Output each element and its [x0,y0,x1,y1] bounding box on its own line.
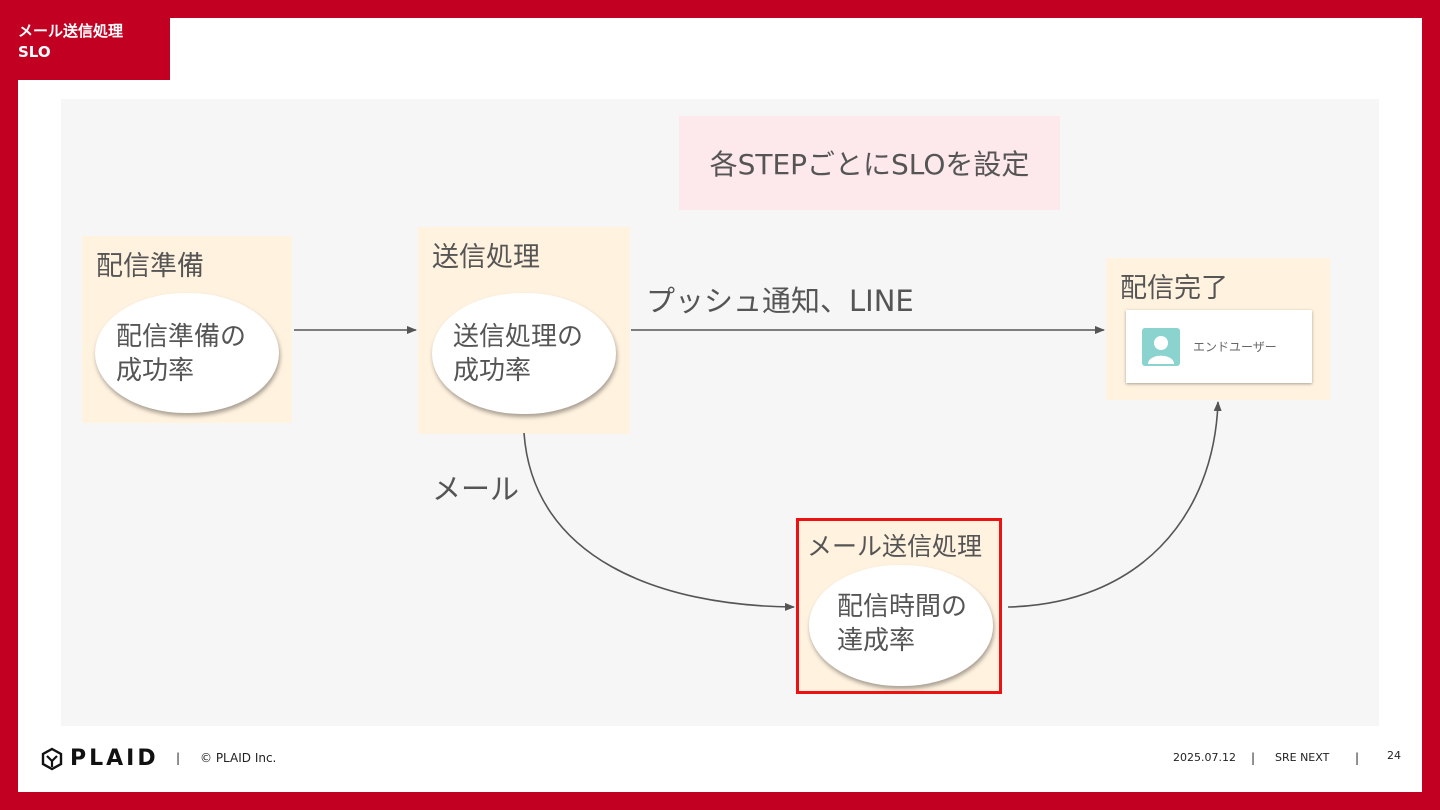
stage-prep: 配信準備 配信準備の 成功率 [82,236,292,423]
footer-page-number: 24 [1387,749,1401,762]
stage-send-label: 送信処理 [432,242,540,273]
edge-label-push: プッシュ通知、LINE [646,284,914,318]
footer-date: 2025.07.12 [1173,751,1236,764]
stage-prep-metric-line2: 成功率 [116,356,195,386]
edge-label-mail: メール [432,472,520,506]
plaid-logo: PLAID [40,746,159,771]
stage-mail-label: メール送信処理 [807,532,983,561]
stage-send-metric-line2: 成功率 [453,356,532,386]
slide-title: メール送信処理 SLO [18,18,170,80]
stage-prep-metric-line1: 配信準備の [116,322,247,352]
stage-prep-label: 配信準備 [96,251,204,282]
footer-separator: | [1355,751,1360,765]
slo-banner-text: 各STEPごとにSLOを設定 [709,148,1030,181]
stage-send-metric: 送信処理の 成功率 [432,293,616,414]
plaid-logo-icon [41,747,63,770]
arrow-send-to-mail [523,432,795,611]
end-user-label: エンドユーザー [1193,340,1277,354]
plaid-logo-text: PLAID [70,746,159,771]
footer: PLAID | © PLAID Inc. 2025.07.12 | SRE NE… [18,738,1422,778]
stage-mail-metric: 配信時間の 達成率 [809,565,993,686]
footer-separator: | [1251,751,1256,765]
stage-send: 送信処理 送信処理の 成功率 [418,227,630,434]
footer-copyright: © PLAID Inc. [200,751,277,765]
flow-arrows [294,326,1222,611]
slide-title-line1: メール送信処理 [18,22,124,40]
stage-mail-metric-line2: 達成率 [837,626,916,656]
arrow-mail-to-done [1007,401,1222,608]
slide-title-line2: SLO [18,43,51,61]
stage-done-label: 配信完了 [1120,273,1228,304]
mail-stage-highlight [796,518,1002,694]
user-avatar-icon [1142,328,1180,366]
end-user-card: エンドユーザー [1126,310,1312,383]
stage-prep-metric: 配信準備の 成功率 [95,293,279,413]
footer-separator: | [176,751,181,765]
slo-banner: 各STEPごとにSLOを設定 [679,116,1060,210]
slide: メール送信処理 SLO 各STEPごとにSLOを設定 配信準備 配信準備の 成功… [18,18,1422,792]
stage-send-metric-line1: 送信処理の [453,322,584,352]
stage-mail: メール送信処理 配信時間の 達成率 [799,521,999,691]
stage-mail-metric-line1: 配信時間の [837,592,968,622]
footer-event: SRE NEXT [1275,751,1330,764]
